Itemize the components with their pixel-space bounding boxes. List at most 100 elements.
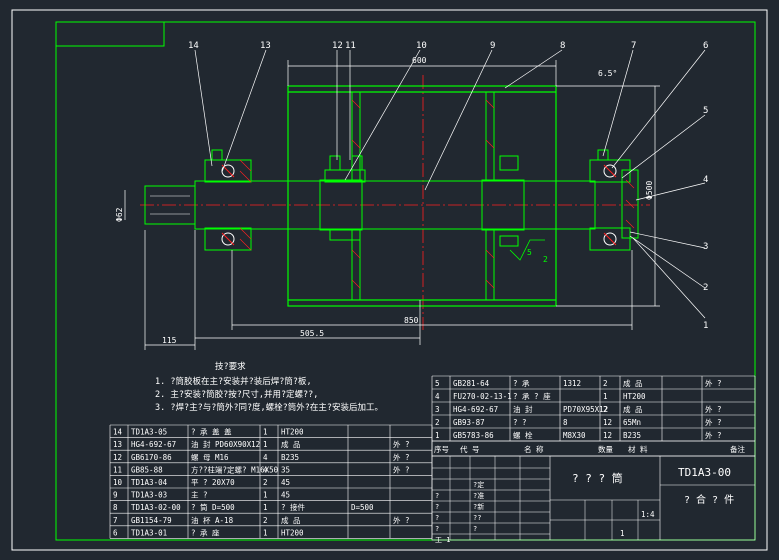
upper-parts-cell: HT200	[623, 392, 646, 401]
title-block-assembly: ? 合 ? 件	[684, 493, 734, 506]
balloon-11: 11	[345, 41, 356, 51]
lower-parts-cell: 9	[113, 491, 118, 500]
dim-angle: 6.5°	[598, 69, 617, 78]
title-block-row-label: ?	[435, 492, 439, 500]
upper-parts-cell: 12	[603, 431, 612, 440]
balloon-7: 7	[631, 41, 636, 51]
dim-width-top: 600	[412, 56, 427, 65]
upper-parts-cell: 外 ?	[705, 430, 722, 440]
upper-parts-cell: 螺 栓	[513, 430, 533, 440]
upper-parts-cell: 8	[563, 418, 568, 427]
lower-parts-cell: 1	[263, 491, 268, 500]
lower-parts-cell: ? 接件	[281, 502, 306, 512]
balloon-5: 5	[703, 106, 708, 116]
upper-parts-cell: HG4-692-67	[453, 405, 498, 414]
title-block-field: ?准	[473, 491, 484, 500]
lower-parts-cell: 6	[113, 528, 118, 537]
upper-parts-cell: GB5783-86	[453, 431, 494, 440]
title-block-frame	[431, 455, 756, 541]
lower-parts-cell: 2	[263, 516, 268, 525]
lower-parts-cell: 35	[281, 465, 290, 474]
upper-parts-cell: GB281-64	[453, 379, 490, 388]
upper-parts-cell: 1	[603, 392, 608, 401]
title-block-row-label: ?	[435, 525, 439, 533]
drum-hubs	[319, 92, 525, 300]
lower-parts-cell: 11	[113, 465, 122, 474]
upper-header-cell: 名 称	[524, 444, 544, 454]
lower-parts-cell: 油 杯 A-18	[191, 515, 234, 525]
lower-parts-cell: HT200	[281, 428, 304, 437]
upper-header-cell: 材 料	[628, 444, 648, 454]
dim-diameter: Φ500	[645, 181, 654, 200]
lower-parts-cell: 平 ? 20X70	[191, 478, 235, 487]
upper-parts-cell: 5	[435, 379, 440, 388]
lower-parts-cell: 13	[113, 440, 122, 449]
upper-parts-cell: 1312	[563, 379, 581, 388]
upper-parts-cell: 外 ?	[705, 417, 722, 427]
lower-parts-cell: 油 封 PD60X90X12	[191, 439, 260, 449]
balloon-10: 10	[416, 41, 427, 51]
outer-frame	[11, 9, 768, 551]
balloon-9: 9	[490, 41, 495, 51]
upper-parts-cell: 油 封	[513, 404, 533, 414]
lower-parts-cell: GB1154-79	[131, 516, 172, 525]
title-block-drawing-no: TD1A3-00	[678, 466, 731, 479]
lower-parts-cell: 2	[263, 478, 268, 487]
left-hub-fixing	[324, 155, 366, 241]
notes-line-1: 1. ?筒胶板在主?安装并?装后焊?筒?板,	[155, 376, 312, 387]
upper-parts-cell: FU270-02-13-1	[453, 392, 512, 401]
upper-header-box	[431, 440, 756, 457]
leader-lines	[194, 49, 706, 319]
lower-parts-cell: ? 承 座	[191, 527, 220, 537]
dim-shaft: Φ62	[115, 207, 124, 222]
right-bearing-housing	[499, 149, 639, 251]
title-block-row-label: 工 1	[435, 536, 450, 544]
balloon-4: 4	[703, 175, 708, 185]
lower-parts-cell: TD1A3-02-00	[131, 503, 181, 512]
lower-parts-cell: D=500	[351, 503, 374, 512]
notes-line-3: 3. ?焊?主?与?筒外?同?度,螺栓?筒外?在主?安装后加工。	[155, 402, 383, 413]
title-block-row-label: ?	[435, 503, 439, 511]
upper-parts-cell: 65Mn	[623, 418, 641, 427]
upper-parts-cell: 1	[435, 431, 440, 440]
lower-parts-cell: 1	[263, 528, 268, 537]
dimension-lines	[124, 60, 660, 350]
upper-parts-cell: B235	[623, 431, 641, 440]
balloon-2: 2	[703, 283, 708, 293]
lower-parts-cell: B235	[281, 453, 299, 462]
balloon-1: 1	[703, 321, 708, 331]
lower-parts-cell: ? 承 盖 盖	[191, 427, 232, 437]
lower-parts-cell: 方??柱端?定螺? M16X50	[191, 464, 279, 474]
lower-parts-cell: 45	[281, 491, 290, 500]
upper-header-cell: 代 号	[460, 444, 480, 454]
lower-parts-cell: 4	[263, 453, 268, 462]
lower-parts-cell: 螺 母 M16	[191, 452, 229, 462]
lower-parts-cell: HG4-692-67	[131, 440, 176, 449]
inner-frame	[55, 21, 756, 541]
roughness-symbol	[509, 239, 545, 261]
lower-parts-cell: TD1A3-04	[131, 478, 168, 487]
upper-parts-cell: 3	[435, 405, 440, 414]
lower-parts-cell: 外 ?	[393, 452, 410, 462]
balloon-6: 6	[703, 41, 708, 51]
upper-parts-cell: 4	[435, 392, 440, 401]
lower-parts-cell: TD1A3-03	[131, 491, 167, 500]
right-bearing-hatching	[625, 179, 635, 229]
title-block-field: ??	[473, 514, 481, 522]
lower-parts-cell: 1	[263, 428, 268, 437]
upper-header-cell: 序号	[434, 444, 449, 454]
upper-parts-cell: GB93-87	[453, 418, 485, 427]
balloon-14: 14	[188, 41, 199, 51]
lower-parts-cell: GB85-88	[131, 465, 163, 474]
upper-parts-cell: 成 品	[623, 378, 643, 388]
lower-parts-cell: 1	[263, 440, 268, 449]
lower-parts-cell: 10	[113, 478, 123, 487]
lower-parts-cell: 14	[113, 428, 123, 437]
dim-total-len: 850	[404, 316, 419, 325]
dim-mid-len: 505.5	[300, 329, 324, 338]
upper-parts-cell: 2	[603, 405, 608, 414]
